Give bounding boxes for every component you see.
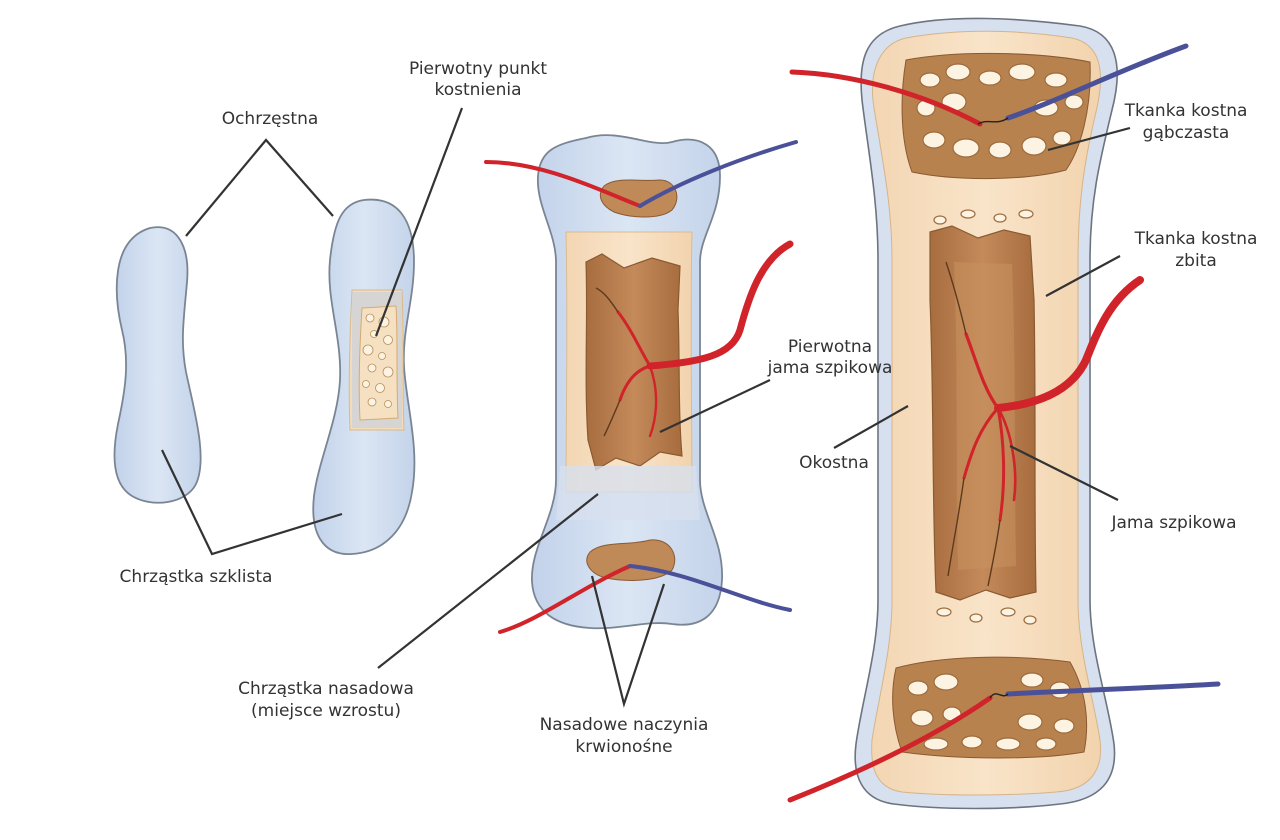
stage1-cartilage-model: [113, 226, 202, 504]
label-perichondrium: Ochrzęstna: [222, 109, 319, 129]
label-primary-marrow-line2: jama szpikowa: [767, 358, 893, 378]
label-primary-ossification-line2: kostnienia: [434, 80, 521, 100]
spongy-bone-bottom: [892, 656, 1088, 759]
leader-lines: [161, 107, 1131, 708]
label-epiphyseal-vessels-line2: krwionośne: [575, 737, 672, 757]
leader-hyaline-cartilage: [161, 449, 343, 556]
label-spongy-bone-line2: gąbczasta: [1143, 123, 1230, 143]
label-primary-marrow-line1: Pierwotna: [788, 337, 872, 357]
label-compact-bone-line2: zbita: [1175, 251, 1217, 271]
label-epiphyseal-cartilage-line1: Chrząstka nasadowa: [238, 679, 414, 699]
leader-epiphyseal-vessels: [590, 575, 666, 708]
label-periosteum: Okostna: [799, 453, 869, 473]
stage4-mature-bone: [787, 17, 1221, 810]
spongy-bone-top: [901, 52, 1091, 180]
label-primary-ossification-line1: Pierwotny punkt: [409, 59, 547, 79]
stage2-ossification-model: [312, 198, 416, 555]
label-hyaline-cartilage: Chrząstka szklista: [120, 567, 273, 587]
stage3-primary-marrow-bone: [484, 134, 798, 634]
leader-marrow-cavity: [1009, 445, 1119, 501]
label-epiphyseal-cartilage-line2: (miejsce wzrostu): [251, 701, 401, 721]
label-epiphyseal-vessels-line1: Nasadowe naczynia: [540, 715, 709, 735]
label-compact-bone-line1: Tkanka kostna: [1134, 229, 1258, 249]
leader-spongy-bone: [1047, 126, 1131, 152]
leader-compact-bone: [1045, 255, 1121, 297]
leader-periosteum: [833, 405, 909, 449]
leader-epiphyseal-cartilage: [377, 493, 599, 669]
labels: Ochrzęstna Pierwotny punkt kostnienia Ch…: [120, 59, 1258, 757]
label-spongy-bone-line1: Tkanka kostna: [1124, 101, 1248, 121]
leader-primary-marrow: [659, 379, 771, 433]
leader-primary-ossification: [374, 107, 464, 337]
leader-perichondrium: [185, 138, 334, 237]
label-marrow-cavity: Jama szpikowa: [1110, 513, 1236, 533]
